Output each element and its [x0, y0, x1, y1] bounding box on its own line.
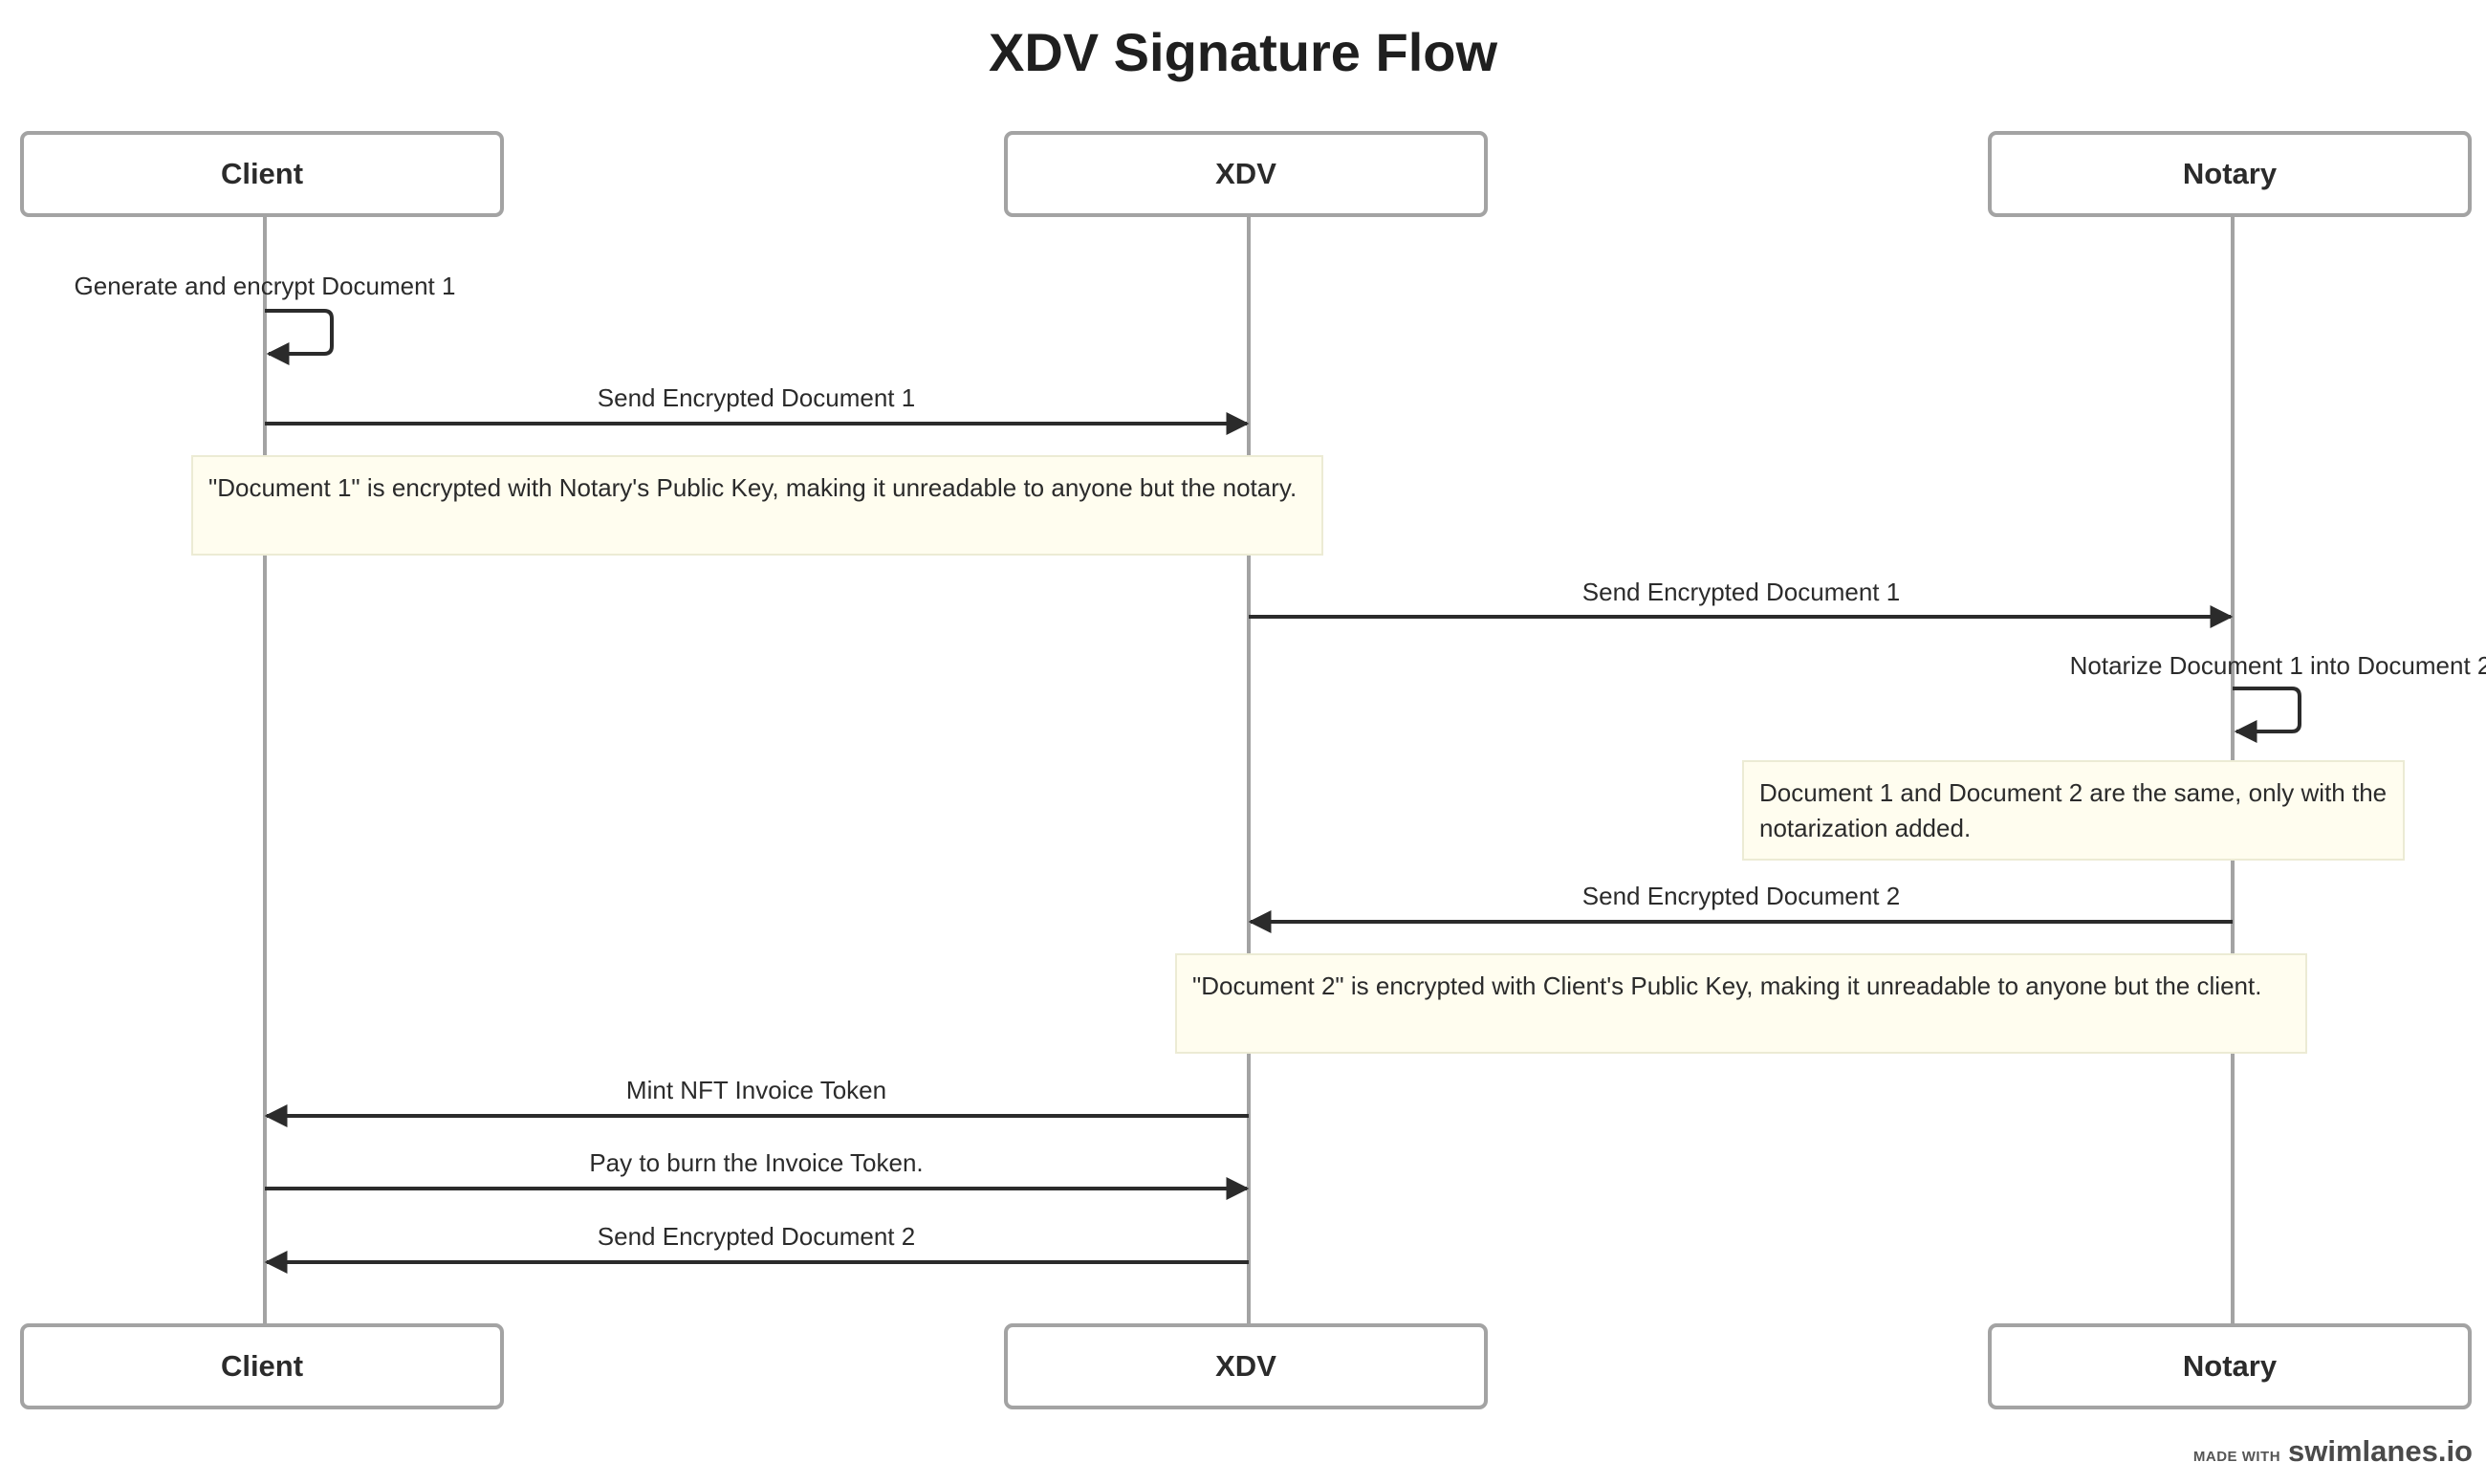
self-message-arrow — [2233, 687, 2301, 743]
actor-label: Notary — [2182, 1349, 2278, 1383]
actor-label: Notary — [2182, 157, 2278, 190]
actor-client-bottom: Client — [20, 1323, 504, 1409]
brand-label: swimlanes.io — [2288, 1434, 2473, 1468]
actor-label: XDV — [1215, 157, 1276, 190]
self-message-arrow — [265, 309, 334, 365]
message-label: Send Encrypted Document 1 — [1581, 578, 1901, 606]
note: "Document 2" is encrypted with Client's … — [1175, 953, 2307, 1054]
actor-label: Client — [220, 1349, 304, 1383]
actor-xdv-bottom: XDV — [1004, 1323, 1488, 1409]
actor-notary-bottom: Notary — [1988, 1323, 2472, 1409]
actor-label: XDV — [1215, 1349, 1276, 1383]
footer-credit: MADE WITH swimlanes.io — [2193, 1434, 2473, 1469]
actor-label: Client — [220, 157, 304, 190]
message-label: Mint NFT Invoice Token — [625, 1076, 887, 1104]
made-with-label: MADE WITH — [2192, 1449, 2281, 1465]
actor-client-top: Client — [20, 131, 504, 217]
actor-xdv-top: XDV — [1004, 131, 1488, 217]
diagram-title: XDV Signature Flow — [988, 22, 1498, 82]
message-label: Pay to burn the Invoice Token. — [589, 1148, 924, 1177]
note: "Document 1" is encrypted with Notary's … — [191, 455, 1323, 556]
actor-notary-top: Notary — [1988, 131, 2472, 217]
message-label: Send Encrypted Document 1 — [597, 383, 916, 412]
message-label: Generate and encrypt Document 1 — [74, 272, 456, 300]
message-label: Send Encrypted Document 2 — [1581, 882, 1901, 910]
message-label: Notarize Document 1 into Document 2 — [2069, 651, 2486, 680]
message-label: Send Encrypted Document 2 — [597, 1222, 916, 1251]
note: Document 1 and Document 2 are the same, … — [1742, 760, 2405, 861]
